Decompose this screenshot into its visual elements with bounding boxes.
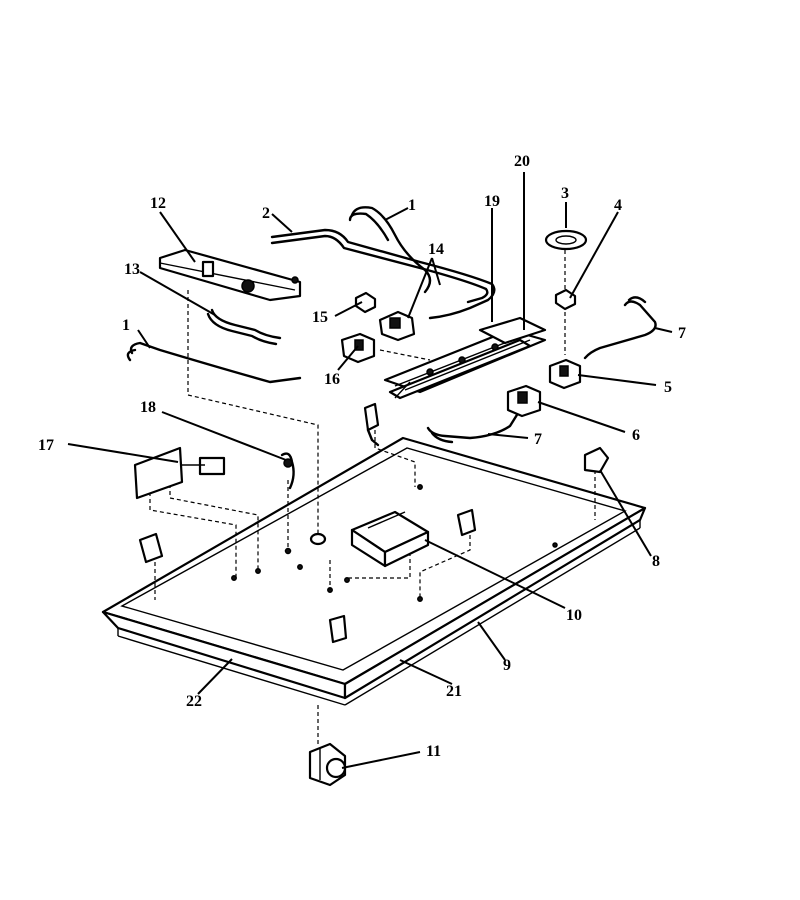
callout-15: 15 <box>312 309 328 326</box>
callout-2: 2 <box>262 205 270 222</box>
callout-10: 10 <box>566 607 582 624</box>
callout-5: 5 <box>664 379 672 396</box>
callout-8: 8 <box>652 553 660 570</box>
callout-18: 18 <box>140 399 156 416</box>
callout-7-lower: 7 <box>534 431 542 448</box>
gas-tubes <box>126 206 657 444</box>
callout-13: 13 <box>124 261 140 278</box>
callout-14: 14 <box>428 241 444 258</box>
callout-12: 12 <box>150 195 166 212</box>
callout-21: 21 <box>446 683 462 700</box>
callout-6: 6 <box>632 427 640 444</box>
brackets-and-clips <box>133 402 610 787</box>
callout-labels: 1 1 2 3 4 5 6 7 7 8 9 10 11 12 13 14 15 … <box>38 153 686 760</box>
callout-1-upper: 1 <box>408 197 416 214</box>
leader-lines <box>67 172 673 769</box>
small-fittings <box>354 229 588 314</box>
callout-9: 9 <box>503 657 511 674</box>
valves <box>340 310 582 418</box>
tray-mounting-holes <box>231 484 558 602</box>
callout-22: 22 <box>186 693 202 710</box>
base-tray <box>101 436 647 706</box>
callout-7-right: 7 <box>678 325 686 342</box>
callout-20: 20 <box>514 153 530 170</box>
manifold-assembly <box>383 316 547 400</box>
callout-3: 3 <box>561 185 569 202</box>
assembly-guide-lines <box>149 250 596 745</box>
burner-bracket <box>158 248 302 302</box>
callout-17: 17 <box>38 437 54 454</box>
callout-11: 11 <box>426 743 441 760</box>
callout-1-lower: 1 <box>122 317 130 334</box>
callout-16: 16 <box>324 371 340 388</box>
callout-4: 4 <box>614 197 622 214</box>
callout-19: 19 <box>484 193 500 210</box>
